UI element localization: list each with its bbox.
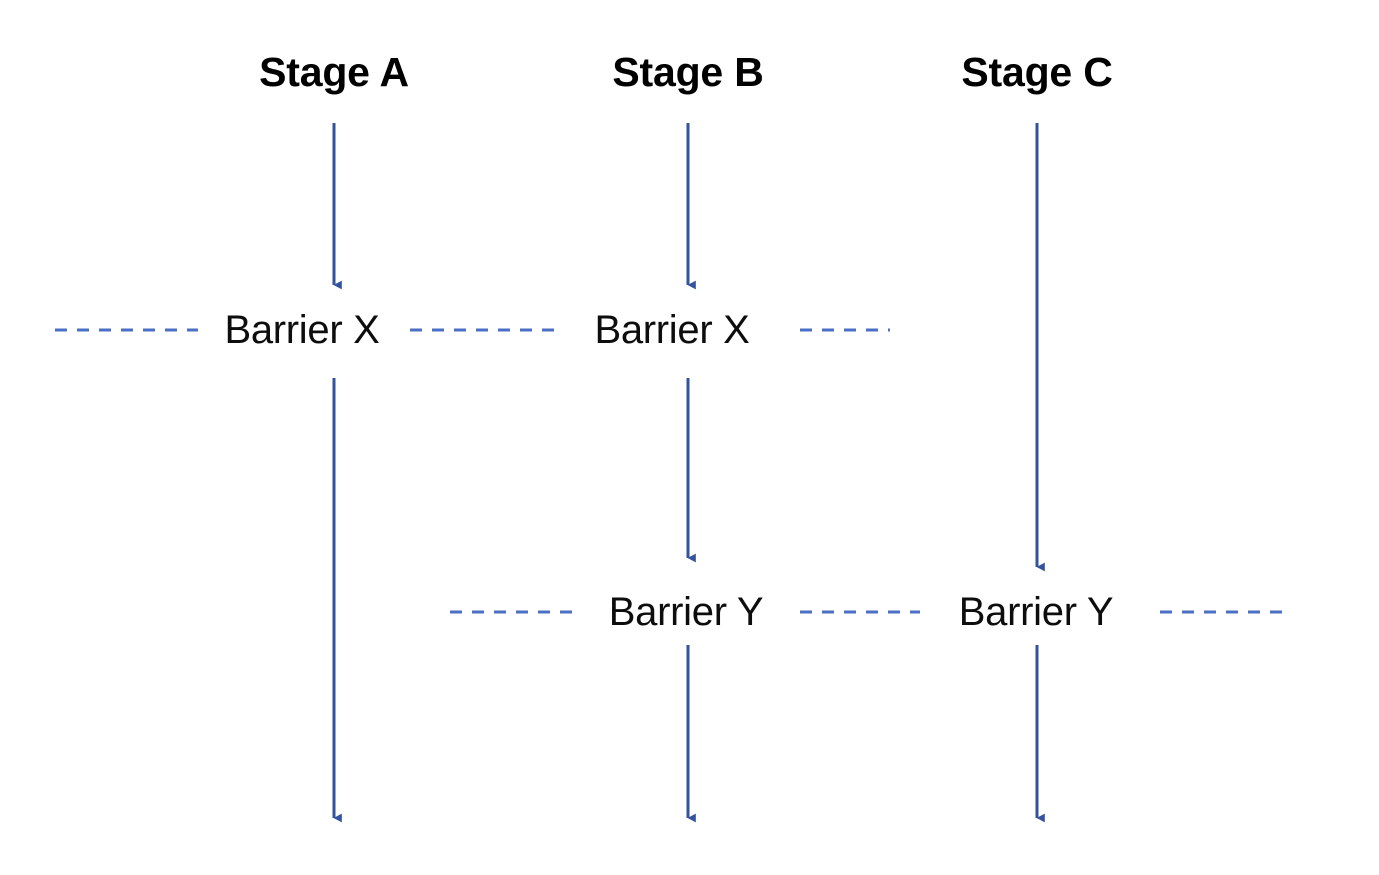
barrier-node-stage-b-x: Barrier X bbox=[584, 310, 760, 350]
dashed-link-group bbox=[55, 328, 1285, 614]
barrier-node-stage-a-x: Barrier X bbox=[214, 310, 390, 350]
stage-heading-b: Stage B bbox=[612, 49, 764, 95]
arrow-group bbox=[332, 123, 1045, 823]
barrier-node-stage-c-y: Barrier Y bbox=[948, 592, 1124, 632]
stage-heading-a: Stage A bbox=[259, 49, 409, 95]
barrier-node-stage-b-y: Barrier Y bbox=[598, 592, 774, 632]
stage-heading-c: Stage C bbox=[961, 49, 1113, 95]
